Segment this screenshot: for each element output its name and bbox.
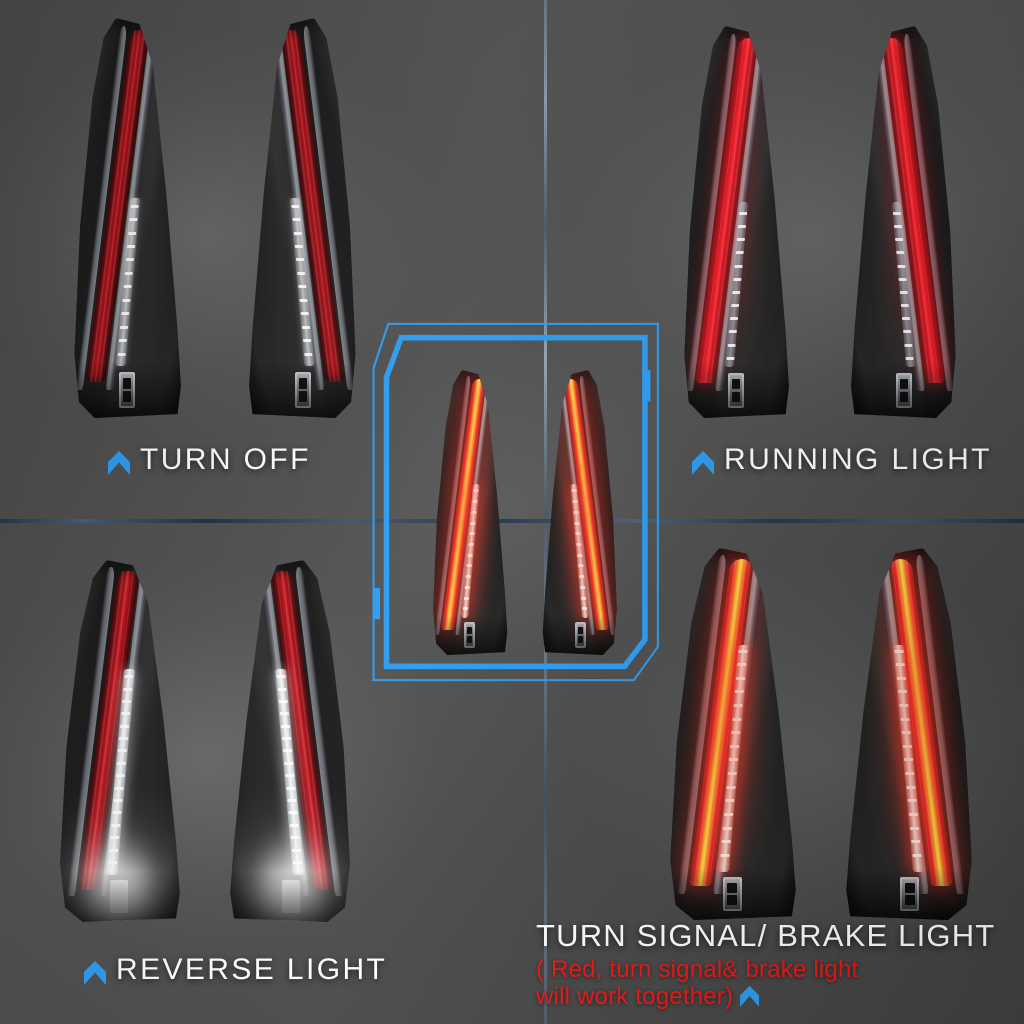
caption-running-light: RUNNING LIGHT — [692, 445, 992, 475]
lamp-housing — [60, 560, 180, 922]
chevron-up-icon — [108, 451, 130, 475]
panel-running-light — [680, 26, 960, 456]
tail-lamp-right — [248, 18, 360, 418]
lamp-pair-center-feature — [430, 370, 620, 660]
caption-running-light-label: RUNNING LIGHT — [724, 443, 992, 476]
lamp-reflector-block — [119, 372, 135, 408]
caption-reverse-light: REVERSE LIGHT — [84, 955, 387, 985]
tail-lamp-left — [55, 560, 181, 922]
highlight-frame-tick-right — [644, 370, 651, 402]
tail-lamp-left — [665, 548, 797, 920]
highlight-frame-tick-left — [373, 587, 380, 620]
lamp-reflector-block — [728, 372, 744, 409]
tail-lamp-left — [430, 370, 508, 655]
lamp-housing — [845, 548, 977, 920]
lamp-reflector-block — [464, 622, 476, 648]
lamp-reflector-block — [896, 373, 911, 408]
lamp-housing — [248, 18, 360, 418]
lamp-housing — [670, 548, 796, 920]
lamp-housing — [542, 370, 620, 655]
caption-reverse-light-label: REVERSE LIGHT — [116, 953, 388, 986]
panel-turn-off — [70, 18, 360, 458]
note-line-1: ( Red, turn signal& brake light — [536, 956, 859, 983]
lamp-housing — [229, 560, 355, 922]
lamp-pair-running-light — [680, 26, 960, 436]
caption-turn-signal-brake-light: TURN SIGNAL/ BRAKE LIGHT — [536, 920, 995, 951]
lamp-pair-reverse-light — [55, 560, 355, 940]
chevron-up-icon — [84, 961, 106, 985]
lamp-reverse-lamp — [110, 880, 129, 913]
caption-turn-off-label: TURN OFF — [140, 443, 311, 476]
note-line-2: will work together) — [536, 982, 734, 1010]
tail-lamp-right — [845, 548, 977, 920]
tail-lamp-right — [229, 560, 355, 922]
tail-lamp-left — [680, 26, 790, 418]
lamp-pair-turn-off — [70, 18, 360, 438]
lamp-housing — [684, 26, 789, 418]
tail-lamp-right — [850, 26, 960, 418]
lamp-reflector-block — [723, 877, 742, 911]
caption-turn-signal-brake-light-label: TURN SIGNAL/ BRAKE LIGHT — [536, 918, 996, 953]
lamp-housing — [74, 18, 181, 418]
panel-center-feature — [430, 370, 620, 670]
tail-lamp-left — [70, 18, 182, 418]
caption-turn-off: TURN OFF — [108, 445, 311, 475]
chevron-up-icon — [740, 985, 760, 1007]
lamp-housing — [433, 370, 508, 655]
lamp-pair-turn-signal-brake-light — [665, 548, 977, 930]
lamp-reflector-block — [900, 877, 918, 910]
panel-turn-signal-brake-light — [665, 548, 977, 948]
caption-turn-signal-brake-note: ( Red, turn signal& brake light will wor… — [536, 956, 859, 1011]
lamp-housing — [850, 26, 960, 418]
lamp-reverse-lamp — [282, 880, 300, 913]
panel-reverse-light — [55, 560, 355, 960]
chevron-up-icon — [692, 451, 714, 475]
lamp-reflector-block — [575, 622, 586, 648]
tail-lamp-right — [542, 370, 620, 655]
lamp-reflector-block — [295, 372, 311, 408]
